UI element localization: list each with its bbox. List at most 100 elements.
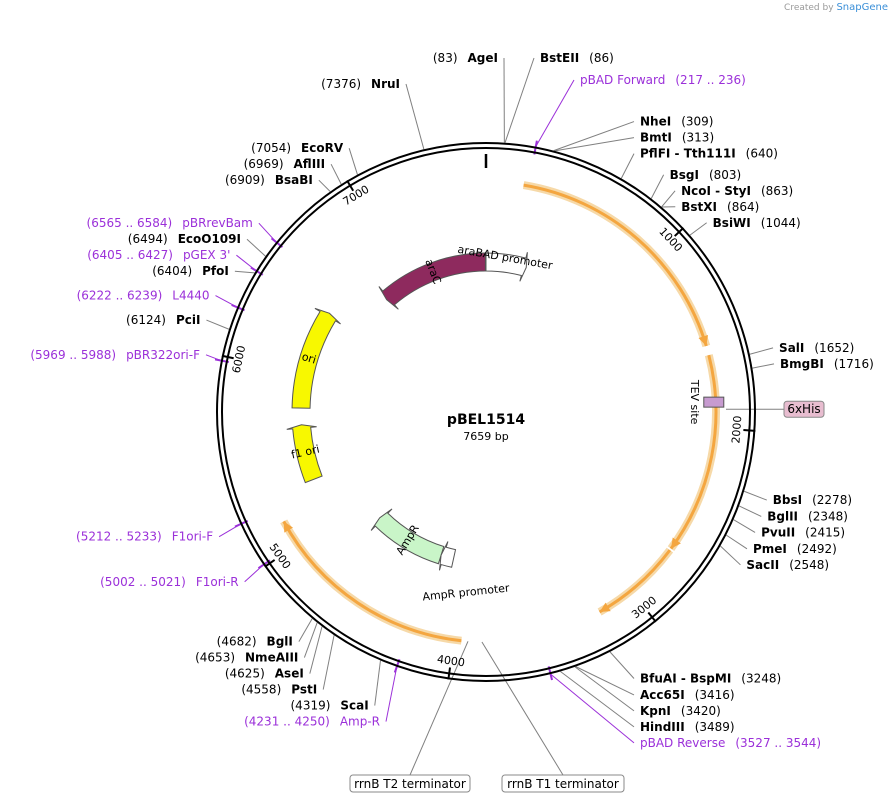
enzyme-name: AgeI	[468, 51, 498, 65]
site-hindiii-label: HindIII(3489)	[640, 720, 735, 734]
primer-pbr322ori-f-label: (5969 .. 5988)pBR322ori-F	[30, 348, 200, 362]
site-bsiwi-leader	[689, 222, 707, 236]
site-bmgbi-leader	[752, 363, 775, 369]
site-nhei-leader	[553, 121, 635, 152]
orf-arcs	[280, 181, 720, 645]
site-bsgi-label: BsgI(803)	[670, 168, 742, 182]
enzyme-name: BsiWI	[713, 216, 751, 230]
ring-tick-5000	[264, 559, 276, 568]
site-sacii-label: SacII(2548)	[746, 558, 829, 572]
terminator-rrnb-t2-terminator-leader	[409, 641, 469, 776]
plasmid-length: 7659 bp	[463, 430, 508, 443]
site-position: (309)	[681, 115, 713, 129]
site-bbsi-label: BbsI(2278)	[773, 493, 852, 507]
enzyme-name: NcoI - StyI	[681, 184, 751, 198]
site-position: (3420)	[681, 704, 721, 718]
site-position: (2415)	[805, 525, 845, 539]
orf-arrowhead	[599, 602, 611, 613]
site-bsgi-leader	[650, 174, 665, 199]
site-position: (863)	[761, 184, 793, 198]
ring-tick-1000	[674, 227, 685, 237]
terminator-rrnb-t1-terminator-label: rrnB T1 terminator	[507, 777, 619, 791]
primer-l4440-label: (6222 .. 6239) L4440	[77, 289, 210, 303]
orf-arc	[523, 183, 708, 347]
site-pflfi-tth111i-leader	[620, 153, 635, 179]
feature-ori-label: ori	[300, 350, 317, 367]
site-ncoi-styi-leader	[661, 190, 676, 208]
primer-amp-r-label: (4231 .. 4250)Amp-R	[244, 715, 380, 729]
site-sali-label: SalI(1652)	[779, 341, 854, 355]
terminator-rrnb-t2-terminator-box	[349, 774, 471, 793]
enzyme-name: BglI	[267, 635, 293, 649]
orf-arrowhead	[283, 521, 293, 533]
site-bfuai-bspmi-leader	[609, 651, 635, 679]
primer-range: (5969 .. 5988)	[30, 348, 116, 362]
site-sacii-leader	[720, 545, 741, 566]
feature-ori-arrow	[291, 307, 341, 409]
primer-pbad-reverse-leader	[550, 673, 635, 744]
site-pflfi-tth111i-label: PflFI - Tth111I(640)	[640, 147, 778, 161]
site-position: (6124)	[126, 313, 166, 327]
enzyme-name: NmeAIII	[245, 651, 298, 665]
site-pcii-leader	[206, 319, 230, 330]
feature-ampr-arrow	[370, 508, 445, 565]
enzyme-name: BstXI	[681, 200, 717, 214]
site-bsabi-label: (6909)BsaBI	[225, 173, 313, 187]
site-bmgbi-label: BmgBI(1716)	[780, 357, 874, 371]
orf-arrowhead	[698, 334, 708, 347]
primer-pbad-forward-leader	[535, 79, 575, 147]
backbone-ring	[216, 142, 756, 682]
ring-tick-6000	[221, 354, 234, 360]
site-ecoo109i-leader	[246, 238, 266, 257]
site-position: (313)	[682, 131, 714, 145]
enzyme-name: NruI	[371, 77, 400, 91]
site-position: (864)	[727, 200, 759, 214]
site-bfuai-bspmi-label: BfuAI - BspMI(3248)	[640, 672, 781, 686]
primer-range: (5002 .. 5021)	[100, 575, 186, 589]
primer-range: (6222 .. 6239)	[77, 289, 163, 303]
site-ncoi-styi-label: NcoI - StyI (863)	[681, 184, 793, 198]
orf-arc-glow	[597, 547, 674, 616]
site-ecoo109i-label: (6494)EcoO109I	[128, 232, 241, 246]
ring-tick-label: 6000	[230, 344, 249, 374]
site-bbsi-leader	[743, 490, 767, 501]
site-afliii-label: (6969)AflIII	[244, 157, 325, 171]
feature-ampr-promoter-label: AmpR promoter	[422, 581, 511, 603]
primer-name: F1ori-F	[172, 530, 213, 544]
enzyme-name: NheI	[640, 115, 671, 129]
his-tag-label: 6xHis	[787, 402, 820, 416]
site-position: (4319)	[291, 699, 331, 713]
site-bsabi-leader	[318, 179, 331, 192]
site-afliii-leader	[330, 163, 342, 185]
site-pfoi-label: (6404)PfoI	[152, 264, 229, 278]
enzyme-name: BsgI	[670, 168, 699, 182]
site-bsteii-label: BstEII(86)	[540, 51, 614, 65]
enzyme-name: BglII	[767, 509, 798, 523]
primer-amp-r-leader	[385, 666, 398, 722]
site-psti-label: (4558)PstI	[241, 683, 317, 697]
site-position: (6909)	[225, 173, 265, 187]
created-by-label: Created by	[784, 3, 834, 13]
terminator-rrnb-t1-terminator-box	[501, 774, 625, 793]
snapgene-credit: Created by SnapGene	[784, 2, 888, 13]
ring-tick-3000	[647, 611, 657, 623]
ring-tick-2000	[743, 429, 756, 432]
site-kpni-label: KpnI(3420)	[640, 704, 721, 718]
primer-name: L4440	[172, 289, 209, 303]
enzyme-name: AseI	[275, 667, 304, 681]
enzyme-name: SacII	[746, 558, 779, 572]
site-position: (3489)	[695, 720, 735, 734]
primer-range: (3527 .. 3544)	[735, 736, 821, 750]
site-psti-leader	[322, 635, 335, 690]
enzyme-name: Acc65I	[640, 688, 685, 702]
terminator-rrnb-t1-terminator-leader	[481, 641, 564, 776]
enzyme-name: BmtI	[640, 131, 672, 145]
site-asei-leader	[309, 626, 323, 674]
site-scai-leader	[374, 660, 381, 706]
enzyme-name: PflFI - Tth111I	[640, 147, 736, 161]
tev-site-label: TEV site	[688, 379, 701, 425]
site-scai-label: (4319)ScaI	[291, 699, 369, 713]
primer-pbad-forward-label: pBAD Forward(217 .. 236)	[580, 73, 746, 87]
